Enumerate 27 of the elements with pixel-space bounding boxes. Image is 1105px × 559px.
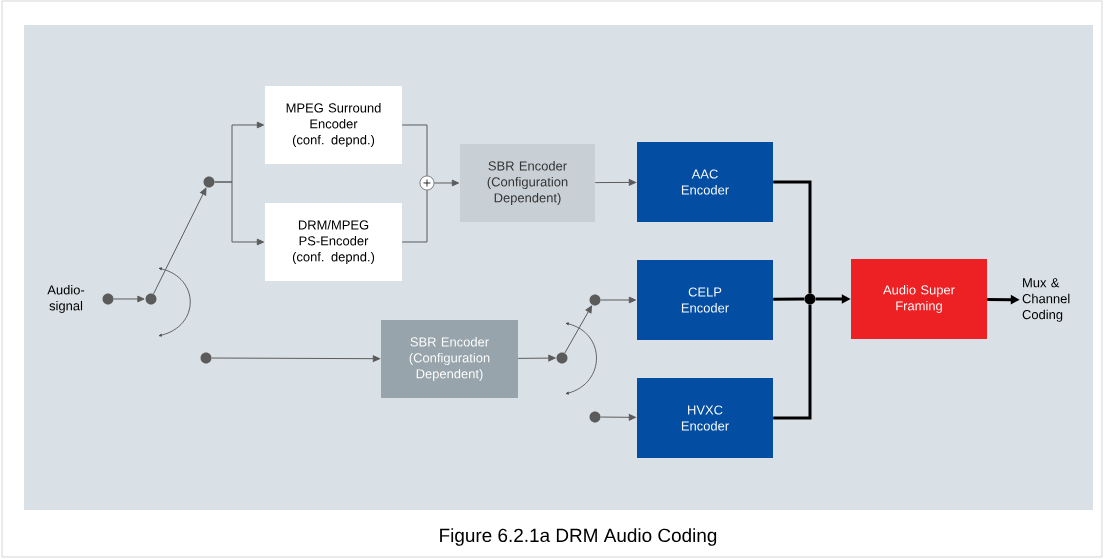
encoder-box: SBR Encoder (Configuration Dependent) [381, 320, 518, 398]
encoder-box: SBR Encoder (Configuration Dependent) [460, 144, 595, 222]
connector-line [773, 304, 812, 420]
figure-caption: Figure 6.2.1a DRM Audio Coding [440, 528, 717, 546]
arrow [211, 355, 381, 363]
connector-line [401, 124, 428, 177]
encoder-box: MPEG Surround Encoder (conf. depnd.) [265, 86, 402, 164]
encoder-box: DRM/MPEG PS-Encoder (conf. depnd.) [265, 203, 402, 281]
connector-line [773, 180, 812, 294]
arrow [214, 181, 265, 246]
arrow [594, 179, 637, 186]
arrow [153, 187, 207, 295]
summing-junction [419, 175, 435, 191]
arrow [517, 354, 556, 362]
connector-line [401, 189, 428, 243]
arrow [564, 305, 593, 354]
framing-box: Audio Super Framing [851, 259, 987, 339]
arrow [113, 295, 145, 303]
arrow [600, 413, 637, 421]
output-label: Mux & Channel Coding [1022, 278, 1070, 322]
arrow [600, 296, 637, 304]
encoder-box: CELP Encoder [637, 260, 773, 340]
input-label: Audio- signal [47, 285, 85, 313]
connector-line [773, 297, 805, 301]
arrow [433, 179, 460, 187]
encoder-box: AAC Encoder [637, 142, 773, 222]
encoder-box: HVXC Encoder [637, 378, 773, 458]
